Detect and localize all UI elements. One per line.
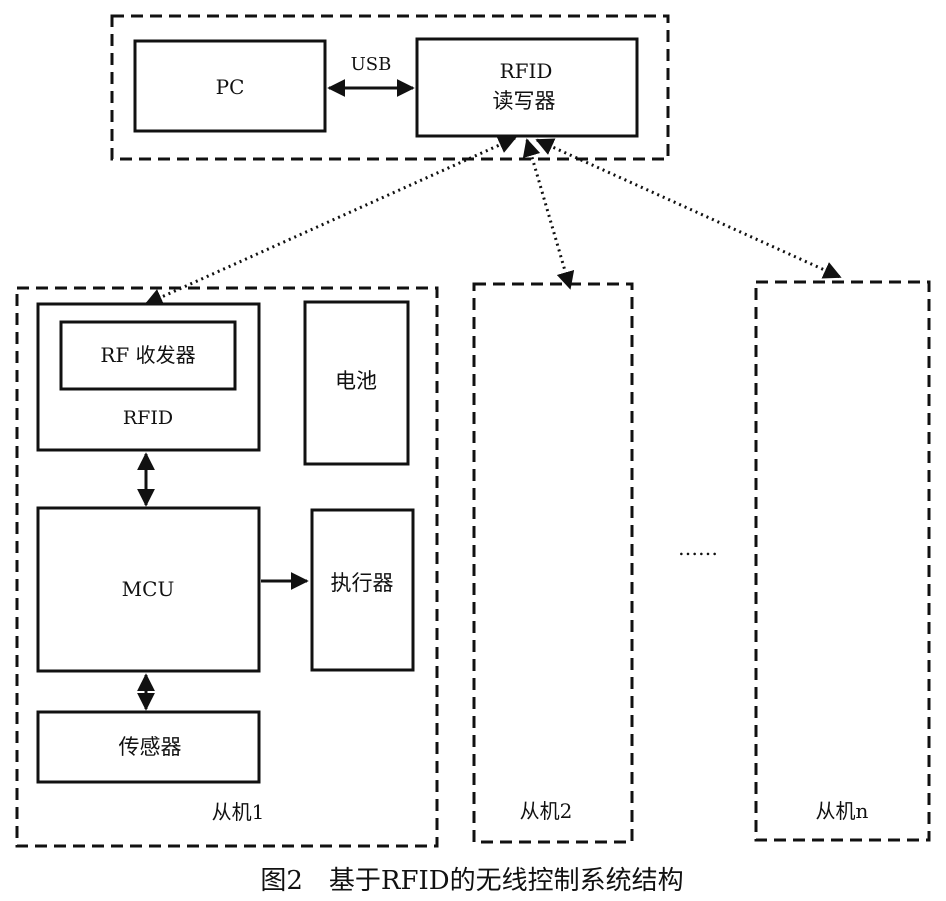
figure-caption: 图2 基于RFID的无线控制系统结构 xyxy=(260,866,683,896)
slave2-frame xyxy=(472,282,634,844)
sensor-box xyxy=(36,710,261,784)
slave-n-frame xyxy=(754,280,931,842)
actuator-label: 执行器 xyxy=(331,571,394,595)
rfid-module-box xyxy=(36,302,261,452)
battery-label: 电池 xyxy=(335,369,377,393)
slave-n-name: 从机n xyxy=(816,799,869,823)
slave2-name: 从机2 xyxy=(520,799,573,823)
actuator-box xyxy=(310,508,415,672)
usb-label: USB xyxy=(351,54,392,75)
battery-box xyxy=(303,300,410,466)
rf-transceiver-label: RF 收发器 xyxy=(100,343,195,367)
wireless-link-slave2 xyxy=(522,138,575,290)
mcu-label: MCU xyxy=(122,577,175,601)
rfid-module-label: RFID xyxy=(123,407,173,429)
ellipsis: …… xyxy=(678,536,718,560)
mcu-box xyxy=(36,506,261,673)
rfid-reader-label-line2: 读写器 xyxy=(493,89,556,113)
pc-label: PC xyxy=(216,75,245,99)
rfid-reader-label-line1: RFID xyxy=(500,59,553,83)
slave1-frame xyxy=(15,286,439,848)
wireless-link-slave1 xyxy=(144,136,517,306)
sensor-label: 传感器 xyxy=(119,735,182,759)
pc-box xyxy=(133,39,327,133)
slave1-name: 从机1 xyxy=(212,800,265,824)
rf-transceiver-box xyxy=(59,320,237,391)
rfid-reader-box xyxy=(415,37,639,138)
wireless-link-slave-n xyxy=(535,138,842,279)
